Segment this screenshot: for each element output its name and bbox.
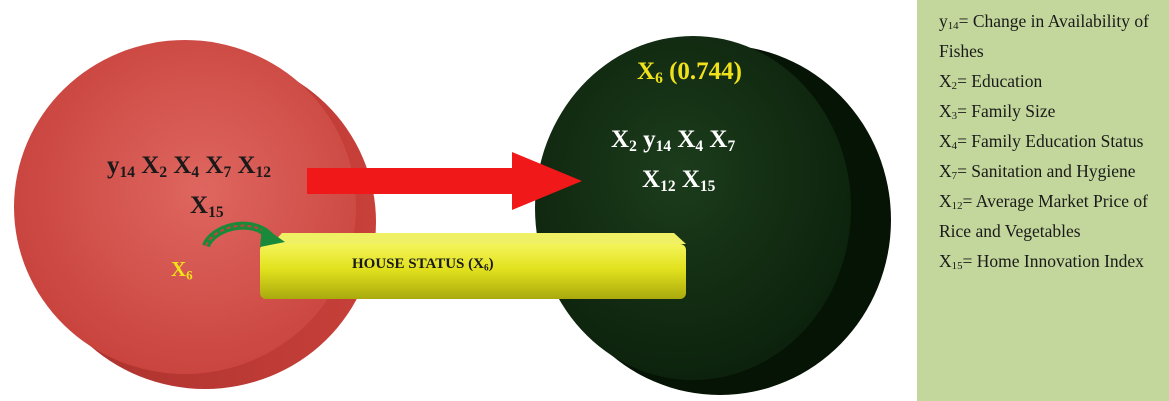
var-x15: X15 — [681, 166, 716, 195]
house-status-bar — [260, 233, 686, 299]
var-x2: X2 — [611, 126, 637, 155]
right-variables-line-2: X12 X15 — [642, 166, 715, 194]
curved-arrow — [202, 221, 285, 248]
var-x4: X4 — [173, 152, 200, 181]
moved-variable-label: X6 — [171, 257, 193, 283]
right-variables-line-1: X2 y14 X4 X7 — [611, 126, 735, 154]
curved-arrow-head — [260, 226, 285, 247]
right-cylinder — [535, 36, 891, 395]
legend-item-x12: X12= Average Market Price of Rice and Ve… — [939, 191, 1148, 241]
house-status-label: HOUSE STATUS (X6) — [352, 256, 494, 274]
legend-item-x4: X4= Family Education Status — [939, 131, 1144, 153]
right-cylinder-face — [535, 36, 851, 380]
left-variables-line: y14 X2 X4 X7 X12 — [107, 152, 271, 180]
left-cylinder-face — [14, 40, 356, 374]
bar-top — [272, 233, 686, 244]
legend-item-x7: X7= Sanitation and Hygiene — [939, 161, 1136, 183]
var-y14: y14 — [107, 152, 135, 181]
var-x4: X4 — [677, 126, 704, 155]
legend-item-x15: X15= Home Innovation Index — [939, 251, 1144, 273]
var-y14: y14 — [643, 126, 672, 155]
var-x7: X7 — [709, 126, 736, 155]
var-x2: X2 — [141, 152, 168, 181]
transfer-arrow — [307, 152, 582, 210]
bar-body — [260, 244, 686, 299]
legend-item-y14: y14= Change in Availability of Fishes — [939, 11, 1149, 61]
legend-panel: y14= Change in Availability of Fishes X2… — [917, 0, 1169, 401]
legend-item-x3: X3= Family Size — [939, 101, 1056, 123]
var-x12: X12 — [642, 166, 676, 195]
left-variables-line-2: X15 — [190, 192, 224, 221]
legend-item-x2: X2= Education — [939, 71, 1043, 93]
right-cluster-title: X6 (0.744) — [637, 58, 742, 87]
var-x7: X7 — [205, 152, 232, 181]
var-x12: X12 — [237, 152, 271, 181]
